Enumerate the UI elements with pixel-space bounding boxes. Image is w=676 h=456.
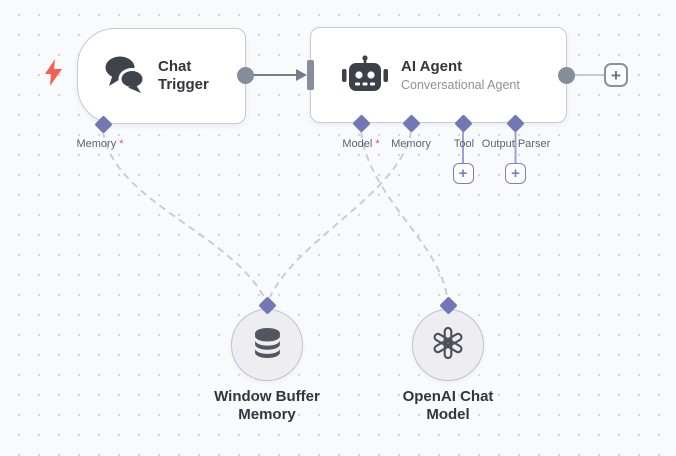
- add-output-parser-button[interactable]: +: [505, 163, 526, 184]
- chat-trigger-output-handle[interactable]: [236, 66, 254, 84]
- node-ai-agent[interactable]: AI Agent Conversational Agent: [310, 27, 567, 123]
- connection-arrowhead-icon: [296, 69, 307, 81]
- connection-memory-ai-agent-to-window-buffer[interactable]: [269, 130, 412, 298]
- port-label-model: Model*: [342, 138, 380, 150]
- connection-model-ai-agent-to-openai[interactable]: [360, 130, 448, 298]
- chat-bubbles-icon: [104, 54, 146, 98]
- port-label-memory-ai-agent: Memory: [391, 138, 431, 150]
- add-node-button[interactable]: +: [604, 63, 628, 87]
- ai-agent-input-handle[interactable]: [307, 60, 314, 90]
- port-label-output-parser: Output Parser: [481, 138, 551, 150]
- node-openai-chat-model[interactable]: [412, 309, 484, 381]
- lightning-bolt-icon: [45, 59, 62, 91]
- node-window-buffer-memory[interactable]: [231, 309, 303, 381]
- ai-agent-output-handle[interactable]: [557, 66, 575, 84]
- node-title: Chat Trigger: [158, 58, 209, 93]
- node-label-openai-chat-model: OpenAI Chat Model: [402, 388, 494, 423]
- node-subtitle: Conversational Agent: [401, 77, 520, 92]
- database-icon: [254, 327, 281, 363]
- openai-logo-icon: [432, 326, 464, 364]
- robot-icon: [342, 54, 388, 96]
- required-mark: *: [119, 138, 124, 150]
- node-chat-trigger[interactable]: Chat Trigger: [77, 28, 246, 124]
- port-label-tool: Tool: [453, 138, 475, 150]
- connection-memory-chat-trigger-to-window-buffer[interactable]: [102, 130, 265, 298]
- node-label-window-buffer-memory: Window Buffer Memory: [214, 388, 320, 423]
- node-title: AI Agent: [401, 57, 463, 75]
- add-tool-button[interactable]: +: [452, 163, 474, 184]
- port-label-memory-chat-trigger: Memory*: [76, 138, 124, 150]
- required-mark: *: [375, 138, 380, 150]
